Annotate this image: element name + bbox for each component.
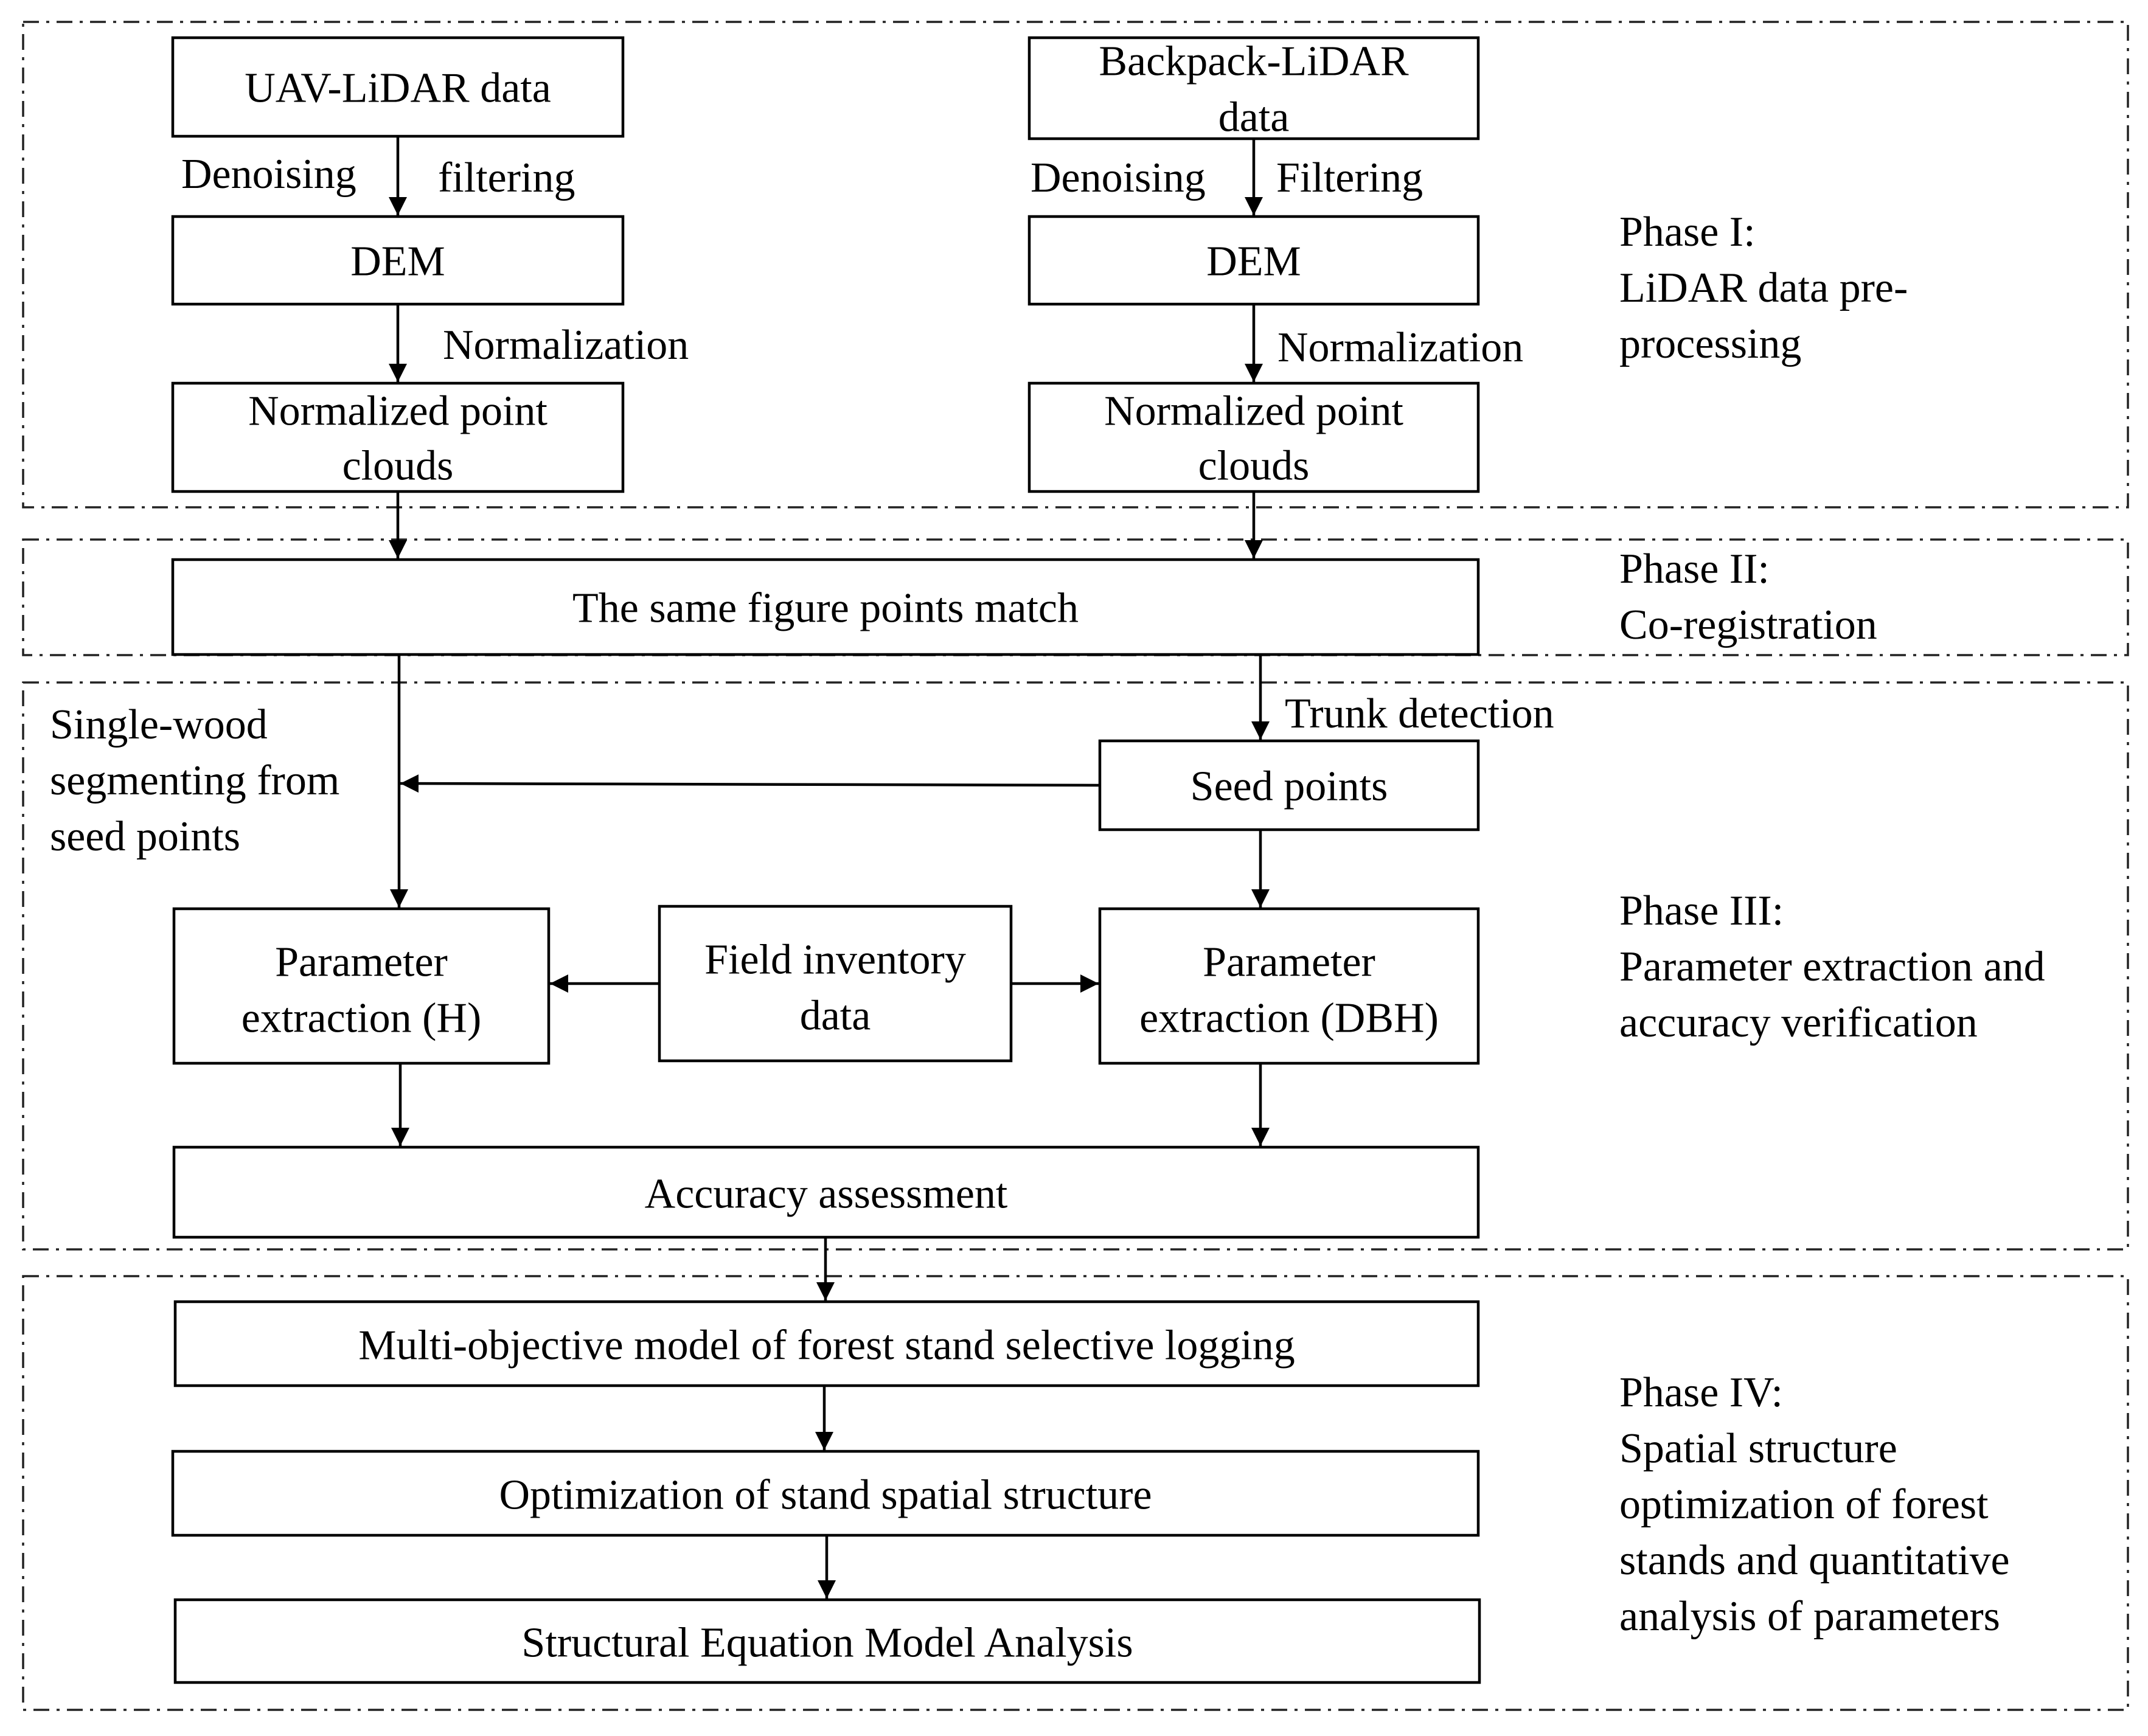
text-line: accuracy verification [1619, 999, 1978, 1046]
text-line: extraction (H) [242, 995, 482, 1042]
phase-4-frame [22, 1275, 2129, 1711]
uav-denoising-label: Denoising [181, 151, 356, 198]
text-line: Accuracy assessment [645, 1171, 1008, 1218]
parameter-extraction-h-label: Parameter extraction (H) [242, 939, 482, 1042]
text-line: seed points [50, 813, 240, 860]
text-line: processing [1619, 321, 1801, 367]
backpack-normalized-point-clouds-box: Normalized point clouds [1027, 381, 1480, 493]
backpack-dem-label: DEM [1206, 238, 1301, 285]
phase-3-frame [22, 681, 2129, 1251]
text-line: data [800, 993, 871, 1040]
phase-2-frame [22, 538, 2129, 656]
text-line: clouds [342, 443, 454, 490]
parameter-extraction-h-box: Parameter extraction (H) [172, 907, 551, 1065]
accuracy-assessment-box: Accuracy assessment [172, 1145, 1480, 1239]
uav-dem-label: DEM [350, 238, 445, 285]
text-line: Parameter [275, 939, 448, 986]
text-line: UAV-LiDAR data [245, 65, 551, 112]
phase-4-label: Phase IV: Spatial structure optimization … [1619, 1369, 2010, 1640]
text-line: Single-wood [50, 701, 268, 748]
uav-normalization-label: Normalization [443, 322, 689, 369]
bp-filtering-label: Filtering [1276, 155, 1423, 201]
multi-objective-model-label: Multi-objective model of forest stand se… [358, 1322, 1295, 1369]
text-line: Normalized point [1104, 388, 1403, 435]
text-line: Multi-objective model of forest stand se… [358, 1322, 1295, 1369]
text-line: clouds [1198, 443, 1310, 490]
arrow-seed-to-segmenting [400, 774, 1100, 793]
text-line: extraction (DBH) [1139, 995, 1439, 1042]
backpack-lidar-data-label: Backpack-LiDAR data [1099, 38, 1409, 141]
parameter-extraction-dbh-label: Parameter extraction (DBH) [1139, 939, 1439, 1042]
text-line: Backpack-LiDAR [1099, 38, 1409, 85]
text-line: analysis of parameters [1619, 1593, 2000, 1640]
text-line: LiDAR data pre- [1619, 265, 1908, 311]
text-line: optimization of forest [1619, 1481, 1989, 1528]
single-wood-segmenting-label: Single-wood segmenting from seed points [50, 701, 339, 860]
phase-4-title: Phase IV: [1619, 1369, 1783, 1416]
text-line: stands and quantitative [1619, 1537, 2010, 1584]
phase-1-desc: LiDAR data pre-processing [1619, 265, 1908, 367]
text-line: The same figure points match [572, 585, 1079, 632]
text-line: Optimization of stand spatial structure [499, 1472, 1152, 1519]
backpack-lidar-data-box: Backpack-LiDAR data [1027, 36, 1480, 141]
backpack-normalized-point-clouds-label: Normalized point clouds [1104, 388, 1403, 490]
uav-normalized-point-clouds-label: Normalized point clouds [248, 388, 547, 490]
text-line: Parameter [1203, 939, 1375, 986]
optimization-box: Optimization of stand spatial structure [171, 1450, 1480, 1537]
uav-lidar-data-box: UAV-LiDAR data [171, 36, 625, 138]
bp-normalization-label: Normalization [1277, 324, 1523, 371]
text-line: DEM [350, 238, 445, 285]
phase-2-desc: Co-registration [1619, 602, 1877, 648]
text-line: Normalized point [248, 388, 547, 435]
text-line: Parameter extraction and [1619, 943, 2045, 990]
backpack-dem-box: DEM [1027, 215, 1480, 306]
phase-3-title: Phase III: [1619, 887, 1784, 934]
text-line: Spatial structure [1619, 1425, 1897, 1472]
seed-points-label: Seed points [1190, 763, 1388, 810]
text-line: Co-registration [1619, 602, 1877, 648]
phase-1-frame [22, 21, 2129, 509]
structural-equation-model-box: Structural Equation Model Analysis [173, 1598, 1481, 1684]
same-figure-points-match-box: The same figure points match [171, 558, 1480, 656]
phase-2-title: Phase II: [1619, 546, 1770, 592]
structural-equation-model-label: Structural Equation Model Analysis [521, 1620, 1133, 1667]
phase-4-desc: Spatial structure optimization of forest s… [1619, 1425, 2010, 1640]
bp-denoising-label: Denoising [1031, 155, 1206, 201]
edges [389, 136, 1270, 1599]
uav-normalized-point-clouds-box: Normalized point clouds [171, 381, 625, 493]
text-line: Seed points [1190, 763, 1388, 810]
text-line: segmenting from [50, 757, 339, 804]
field-inventory-data-label: Field inventory data [704, 937, 966, 1040]
uav-filtering-label: filtering [438, 155, 575, 201]
trunk-detection-label: Trunk detection [1285, 690, 1554, 737]
parameter-extraction-dbh-box: Parameter extraction (DBH) [1098, 907, 1480, 1065]
phase-3-desc: Parameter extraction and accuracy verific… [1619, 943, 2045, 1046]
field-inventory-data-box: Field inventory data [658, 904, 1013, 1063]
text-line: Field inventory [704, 937, 966, 984]
phase-1-title: Phase I: [1619, 209, 1756, 255]
text-line: DEM [1206, 238, 1301, 285]
uav-lidar-data-label: UAV-LiDAR data [245, 65, 551, 112]
text-line: data [1218, 94, 1290, 141]
same-figure-points-match-label: The same figure points match [572, 585, 1079, 632]
optimization-label: Optimization of stand spatial structure [499, 1472, 1152, 1519]
phase-2-label: Phase II: Co-registration [1619, 546, 1877, 648]
multi-objective-model-box: Multi-objective model of forest stand se… [173, 1300, 1480, 1387]
phase-3-label: Phase III: Parameter extraction and accur… [1619, 887, 2045, 1046]
phase-1-label: Phase I: LiDAR data pre-processing [1619, 209, 1908, 367]
text-line: Structural Equation Model Analysis [521, 1620, 1133, 1667]
uav-dem-box: DEM [171, 215, 625, 306]
seed-points-box: Seed points [1098, 739, 1480, 832]
accuracy-assessment-label: Accuracy assessment [645, 1171, 1008, 1218]
